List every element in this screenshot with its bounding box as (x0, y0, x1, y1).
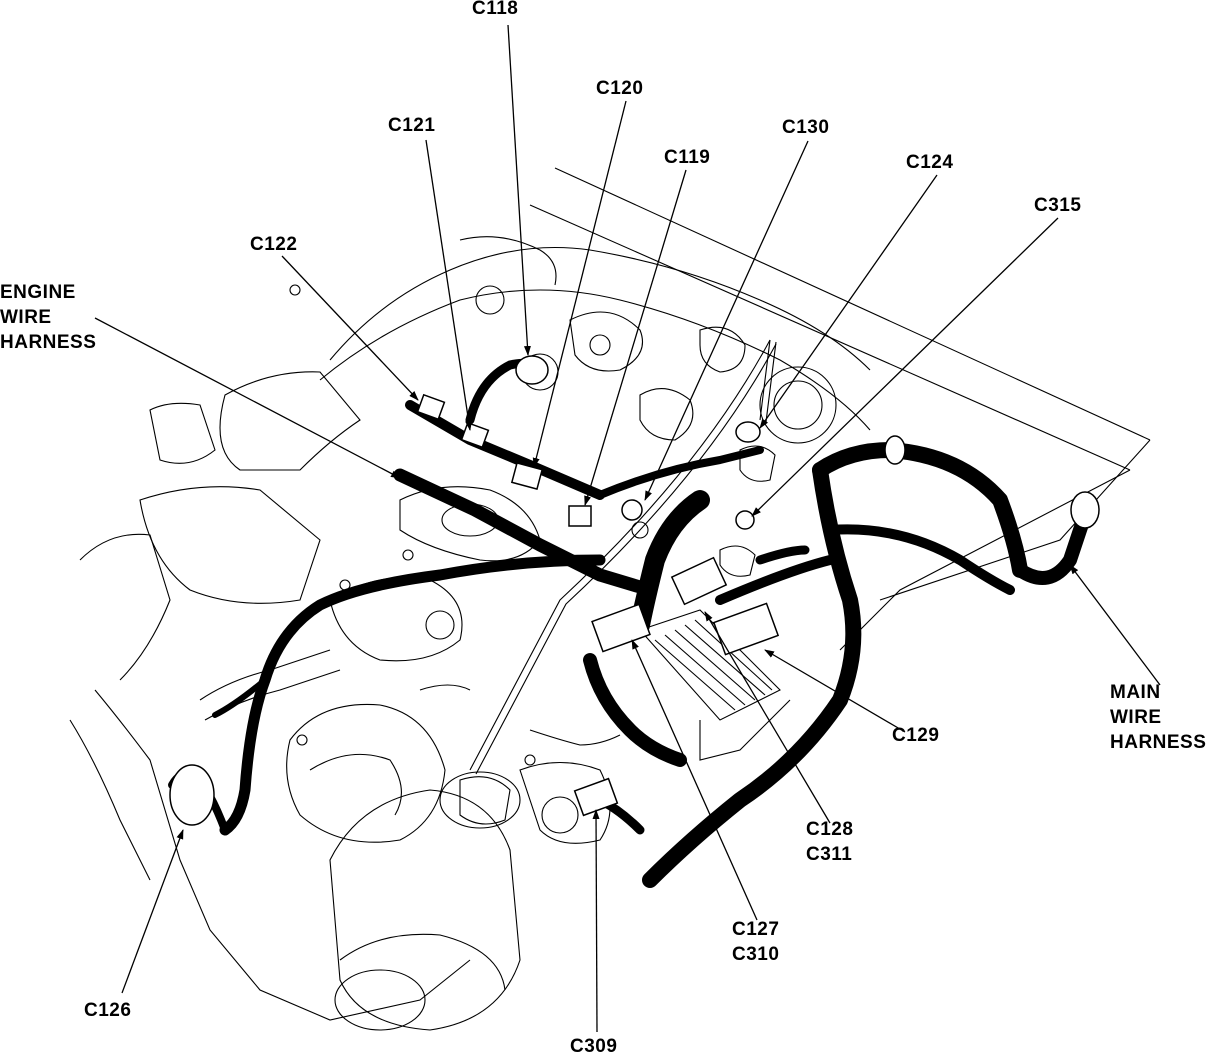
label-c122: C122 (250, 234, 298, 255)
label-c120: C120 (596, 78, 644, 99)
label-c127-c310: C127 C310 (732, 919, 780, 965)
wire-harnesses (168, 358, 1092, 888)
label-c128-c311: C128 C311 (806, 819, 854, 865)
leader-lines (94, 24, 1161, 1033)
label-c126: C126 (84, 1000, 132, 1021)
label-c118: C118 (472, 0, 519, 19)
label-c119: C119 (664, 147, 711, 168)
label-main-wire-harness: MAIN WIRE HARNESS (1110, 682, 1207, 753)
label-c129: C129 (892, 725, 940, 746)
label-c121: C121 (388, 115, 436, 136)
label-c130: C130 (782, 117, 830, 138)
engine-outline (69, 167, 1151, 1031)
label-c309: C309 (570, 1036, 618, 1057)
label-c315: C315 (1034, 195, 1082, 216)
label-c124: C124 (906, 152, 954, 173)
label-engine-wire-harness: ENGINE WIRE HARNESS (0, 282, 97, 353)
